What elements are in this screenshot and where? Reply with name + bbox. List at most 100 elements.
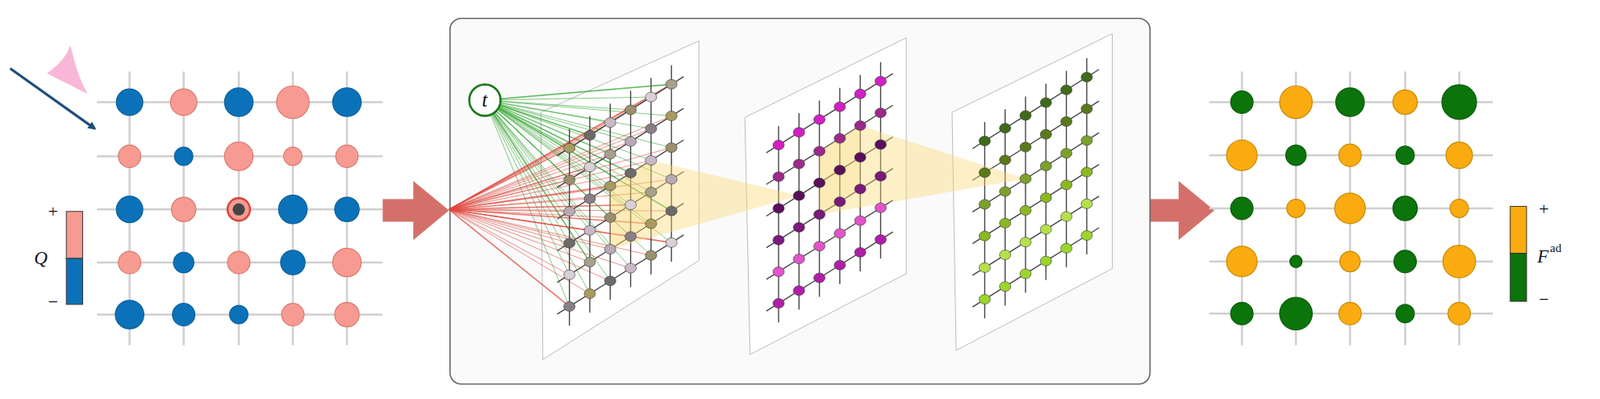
layer-grid [972,227,1099,307]
neuron [814,146,826,156]
neuron [604,244,616,255]
neuron [1061,179,1073,190]
charge-positive [284,146,303,166]
neuron [834,228,846,239]
scale-sign: + [1538,200,1549,218]
time-connection [484,100,631,268]
time-connection [484,100,652,161]
charge-negative [224,87,253,117]
neuron [604,212,616,222]
neuron [978,262,991,272]
layer-plane [952,33,1113,351]
force-positive [1338,301,1362,325]
neuron [625,263,637,273]
laser-pulse [46,45,88,95]
force-negative [1230,196,1254,220]
neuron [563,269,576,280]
charge-negative [172,303,196,326]
charge-negative [229,304,249,324]
charge-positive [281,303,305,326]
neuron [793,285,805,296]
neuron [1081,104,1093,114]
neuron [1061,116,1073,126]
charge-negative [280,250,305,275]
scale-sign: − [1538,290,1549,309]
neuron [665,142,677,153]
neuron [874,108,886,118]
force-positive [1445,142,1473,169]
neuron [604,149,616,159]
neuron [1040,129,1052,139]
layer-grid [1065,71,1067,268]
neuron [834,196,846,207]
neuron [978,230,991,241]
neuron [1040,97,1052,108]
neuron [625,136,637,147]
force-negative [1335,87,1364,117]
neuron [854,121,866,131]
charge-positive [276,85,310,118]
neuron [1061,211,1073,222]
neuron [999,154,1011,165]
axis-symbol: Q [33,248,48,268]
neuron [978,136,991,147]
neuron [1081,230,1093,241]
neuron [563,238,576,248]
time-connection [484,100,611,186]
layer-grid [1045,83,1047,280]
neuron [584,225,596,235]
neuron [874,139,886,150]
neuron [584,256,596,267]
neuron [645,91,657,102]
charge-negative [116,88,143,116]
neuron [625,231,637,242]
force-negative [1230,91,1254,114]
neuron [625,200,637,210]
excited-site [232,203,245,216]
neuron [999,123,1011,134]
force-negative [1394,250,1417,273]
charge-positive [227,197,251,221]
input-connection [448,208,569,275]
force-positive [1448,301,1471,325]
charge-negative [278,195,307,224]
layer-grid [557,76,685,156]
neuron [665,111,677,122]
layer-grid [766,231,894,311]
charge-positive [335,145,359,168]
layer-grid [972,69,1099,149]
neuron [1019,205,1032,216]
symbol-superscript: ad [1549,242,1562,255]
input-connection [448,208,631,268]
neuron [874,202,886,213]
neuron [563,206,576,217]
color-bar [66,211,83,259]
time-connection [484,100,631,205]
layer-grid [670,65,672,262]
layer-grid [568,129,570,326]
receptive-field [819,150,1026,214]
force-positive [1279,85,1312,118]
neuron [999,186,1011,197]
color-bar [1510,253,1527,301]
scale-sign: − [48,292,59,311]
charge-negative [173,251,194,272]
neuron [1081,198,1093,209]
force-negative [1286,145,1307,166]
force-positive [1286,199,1306,218]
neuron [874,234,886,245]
neuron [1019,173,1032,184]
charge-positive [332,247,361,276]
color-bar [1510,205,1527,253]
neuron [645,218,657,229]
neuron [793,127,805,138]
neuron [584,288,596,299]
charge-positive [118,250,142,274]
neuron [563,175,576,185]
input-connection [448,172,631,209]
flow-arrow [382,180,449,240]
neuron [978,294,991,305]
neuron [814,177,826,188]
neuron [834,165,846,176]
